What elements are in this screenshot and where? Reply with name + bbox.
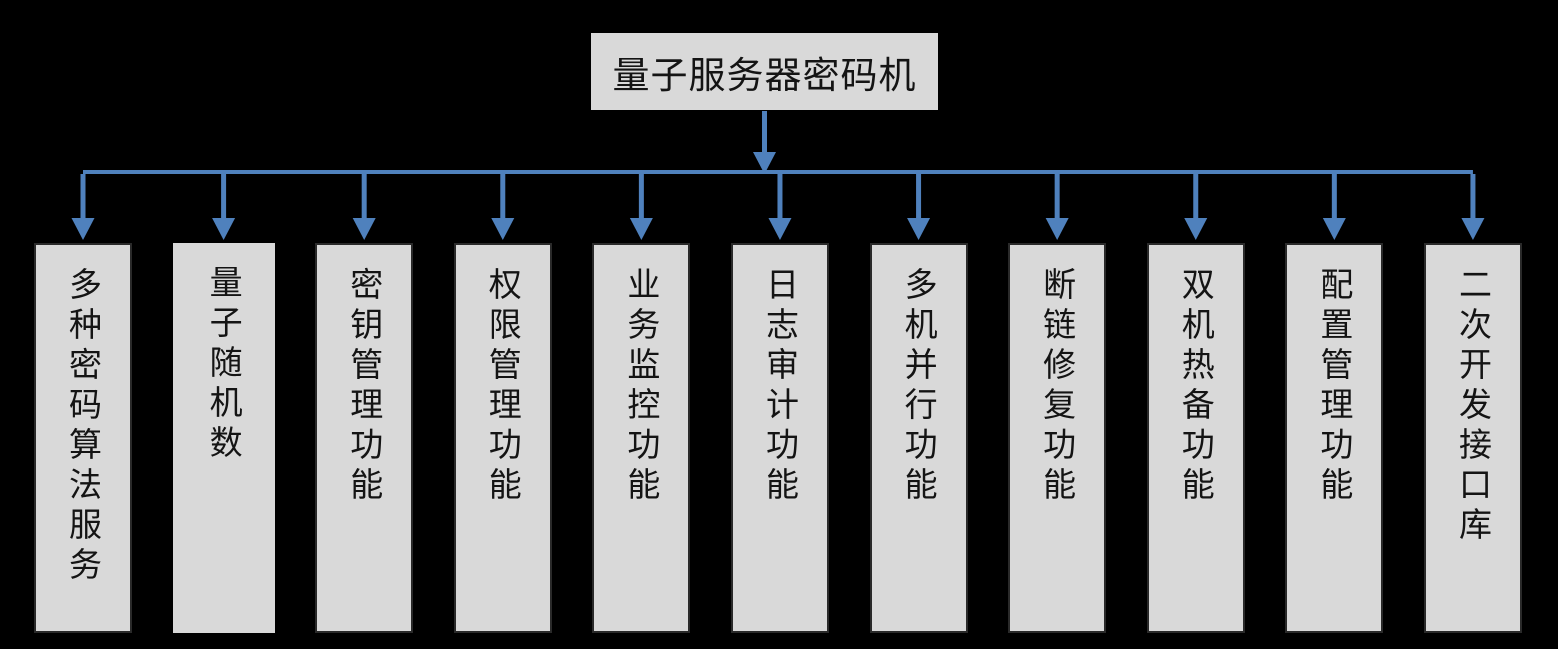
child-node: 密钥管理功能 bbox=[315, 243, 414, 633]
child-node-label: 二次开发接口库 bbox=[1453, 267, 1493, 547]
root-node: 量子服务器密码机 bbox=[591, 33, 938, 110]
child-node: 多机并行功能 bbox=[869, 243, 968, 633]
child-node: 双机热备功能 bbox=[1146, 243, 1245, 633]
child-node: 断链修复功能 bbox=[1008, 243, 1107, 633]
child-node: 业务监控功能 bbox=[592, 243, 691, 633]
child-arrow-head bbox=[1461, 218, 1485, 240]
child-arrow-head bbox=[491, 218, 515, 240]
child-node-label: 双机热备功能 bbox=[1176, 267, 1216, 507]
child-arrow-head bbox=[212, 218, 236, 240]
child-node-label: 多机并行功能 bbox=[899, 267, 939, 507]
child-node-label: 密钥管理功能 bbox=[344, 267, 384, 507]
child-node: 权限管理功能 bbox=[453, 243, 552, 633]
child-arrow-head bbox=[352, 218, 376, 240]
child-arrow-head bbox=[1322, 218, 1346, 240]
root-arrow-head bbox=[753, 152, 776, 174]
child-node-label: 多种密码算法服务 bbox=[63, 267, 103, 587]
child-arrow-head bbox=[907, 218, 931, 240]
child-node: 多种密码算法服务 bbox=[34, 243, 132, 633]
child-node-label: 配置管理功能 bbox=[1314, 267, 1354, 507]
children-row: 多种密码算法服务 量子随机数 密钥管理功能 权限管理功能 业务监控功能 日志审计… bbox=[34, 243, 1522, 633]
child-arrow-head bbox=[1045, 218, 1069, 240]
child-node: 配置管理功能 bbox=[1285, 243, 1384, 633]
child-arrow-head bbox=[1184, 218, 1208, 240]
child-arrow-head bbox=[768, 218, 792, 240]
child-node: 量子随机数 bbox=[172, 243, 275, 633]
child-node-label: 量子随机数 bbox=[204, 265, 244, 465]
child-node-label: 权限管理功能 bbox=[483, 267, 523, 507]
child-node-label: 日志审计功能 bbox=[760, 267, 800, 507]
child-arrow-head bbox=[71, 218, 95, 240]
child-node: 日志审计功能 bbox=[730, 243, 829, 633]
child-node: 二次开发接口库 bbox=[1423, 243, 1522, 633]
child-node-label: 断链修复功能 bbox=[1037, 267, 1077, 507]
child-arrow-head bbox=[629, 218, 653, 240]
root-node-label: 量子服务器密码机 bbox=[612, 53, 917, 97]
child-node-label: 业务监控功能 bbox=[621, 267, 661, 507]
